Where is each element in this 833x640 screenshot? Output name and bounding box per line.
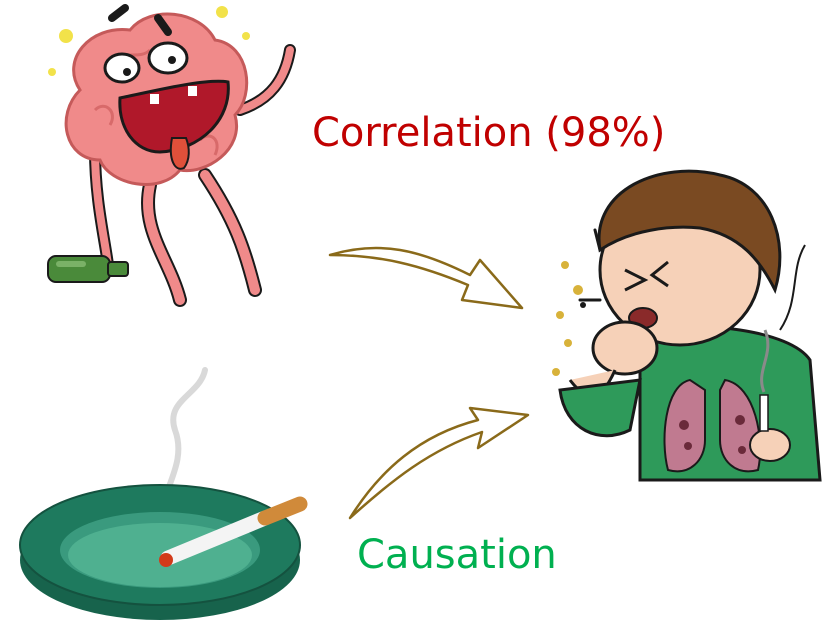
drunk-brain-icon: [48, 6, 290, 300]
correlation-arrow: [330, 248, 522, 308]
bottle-icon: [48, 256, 128, 282]
causation-label: Causation: [357, 535, 557, 575]
correlation-label: Correlation (98%): [312, 113, 665, 153]
ashtray-cigarette-icon: [20, 370, 300, 620]
coughing-person-icon: [552, 171, 820, 480]
causation-arrow: [350, 408, 528, 518]
